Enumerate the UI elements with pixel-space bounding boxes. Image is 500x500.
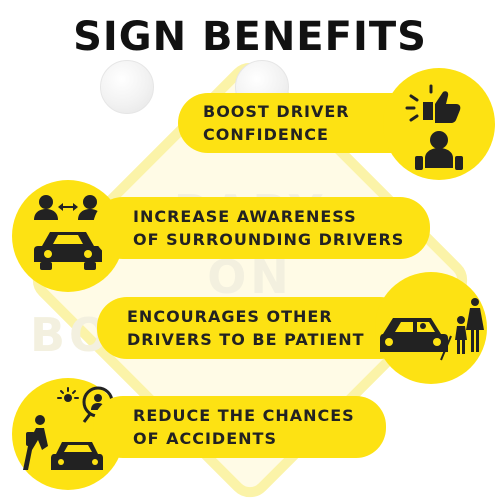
page-title: SIGN BENEFITS — [73, 14, 427, 60]
suction-cup-left — [100, 60, 154, 114]
benefit-text-2: INCREASE AWARENESS OF SURROUNDING DRIVER… — [133, 207, 405, 249]
benefit-text-1: BOOST DRIVER CONFIDENCE — [203, 102, 350, 144]
benefit-pill-3: ENCOURAGES OTHER DRIVERS TO BE PATIENT — [97, 297, 410, 359]
thumbs-up-driver-icon — [383, 68, 495, 180]
benefit-pill-2: INCREASE AWARENESS OF SURROUNDING DRIVER… — [93, 197, 430, 259]
car-pedestrians-icon — [375, 272, 487, 384]
pedestrian-car-baby-icon — [12, 378, 124, 490]
benefit-text-3: ENCOURAGES OTHER DRIVERS TO BE PATIENT — [127, 307, 365, 349]
benefit-pill-4: REDUCE THE CHANCES OF ACCIDENTS — [93, 396, 386, 458]
benefit-text-4: REDUCE THE CHANCES OF ACCIDENTS — [133, 406, 355, 448]
